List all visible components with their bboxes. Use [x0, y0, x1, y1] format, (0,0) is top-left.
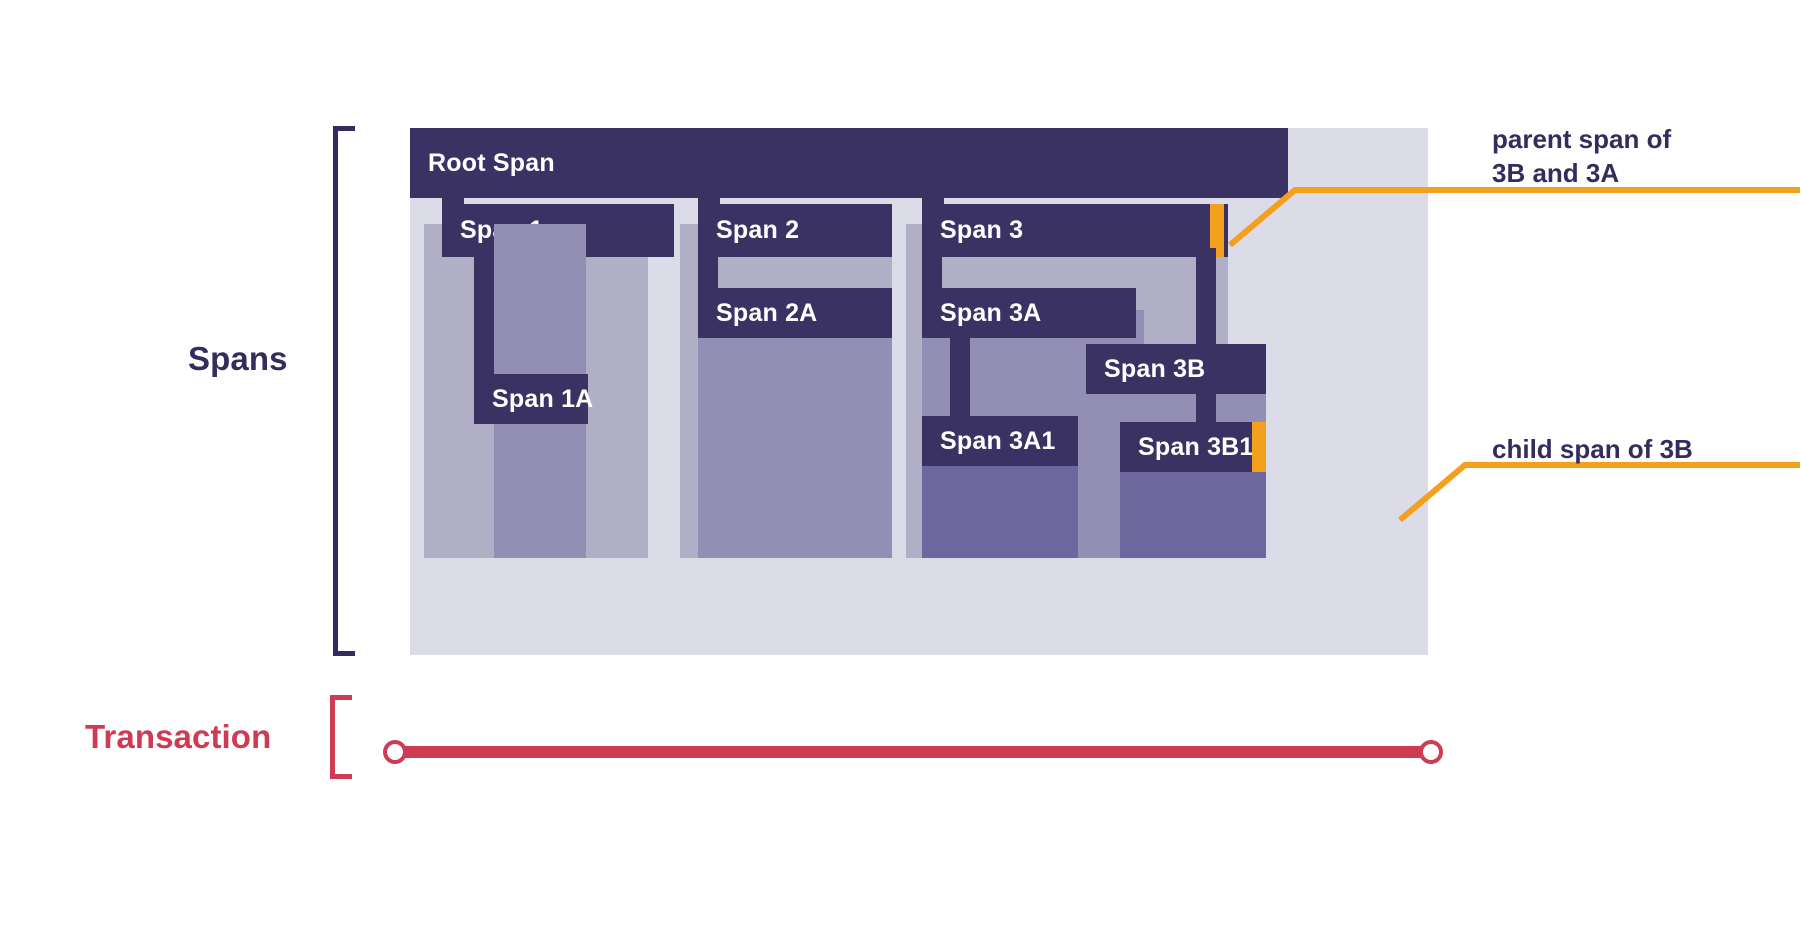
connector-span1-to-span1a	[474, 248, 494, 396]
highlight-marker-span3	[1210, 204, 1224, 257]
transaction-rail	[395, 746, 1431, 758]
span-body-span2a	[698, 310, 892, 558]
callout-text-parent: parent span of 3B and 3A	[1492, 124, 1672, 188]
callout-leader-line-parent	[1228, 187, 1800, 248]
callout-text-child: child span of 3B	[1492, 434, 1693, 464]
span-body-span1a	[494, 417, 586, 558]
transaction-section-label: Transaction	[85, 718, 272, 755]
transaction-timeline[interactable]	[383, 740, 1443, 764]
transaction-bracket-bottom-arm	[330, 774, 352, 779]
spans-bracket-top-arm	[333, 126, 355, 131]
spans-section-label: Spans	[188, 340, 288, 377]
span-bar-span1a[interactable]: Span 1A	[474, 374, 593, 424]
span-bar-root[interactable]: Root Span	[410, 128, 1288, 198]
spans-bracket	[333, 126, 355, 656]
span-bar-span3a1[interactable]: Span 3A1	[922, 416, 1078, 466]
transaction-bracket-stem	[330, 695, 335, 779]
transaction-end-handle[interactable]	[1419, 740, 1443, 764]
connector-span3a-to-span3a1	[950, 330, 970, 436]
span-body-span3b1	[1120, 472, 1266, 558]
span-bar-span2a[interactable]: Span 2A	[698, 288, 892, 338]
callout-leader-line-child	[1398, 462, 1800, 523]
span-bar-span3b[interactable]: Span 3B	[1086, 344, 1266, 394]
span-body-span3a1	[922, 466, 1078, 558]
span-bar-span3b1[interactable]: Span 3B1	[1120, 422, 1266, 472]
connector-span3-to-span3b	[1196, 248, 1216, 348]
transaction-start-handle[interactable]	[383, 740, 407, 764]
span-bar-span2[interactable]: Span 2	[698, 204, 892, 257]
span-bar-span3a[interactable]: Span 3A	[922, 288, 1136, 338]
highlight-marker-span3b1	[1252, 422, 1266, 472]
spans-bracket-bottom-arm	[333, 651, 355, 656]
span-bar-span3[interactable]: Span 3	[922, 204, 1228, 257]
spans-bracket-stem	[333, 126, 338, 656]
transaction-bracket	[330, 695, 352, 779]
span-waterfall: Root Span Span 1 Span 1A Span 2 Span 2A …	[410, 128, 1428, 655]
transaction-bracket-top-arm	[330, 695, 352, 700]
